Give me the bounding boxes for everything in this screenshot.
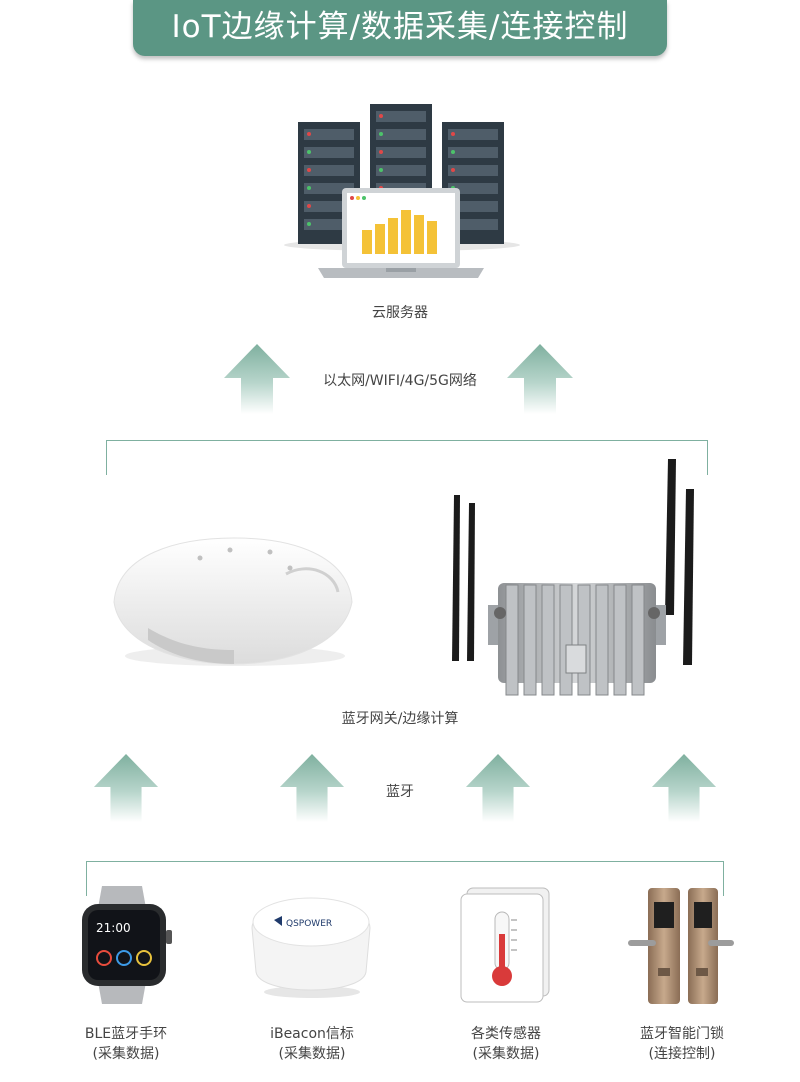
- device-1-name: BLE蓝牙手环: [84, 1026, 168, 1042]
- cloud-server-illustration: [282, 100, 522, 286]
- smart-lock-device: [624, 882, 738, 1008]
- beacon-brand: QSPOWER: [286, 919, 332, 929]
- page-title: IoT边缘计算/数据采集/连接控制: [133, 0, 667, 56]
- device-3-caption: 各类传感器 (采集数据): [426, 1024, 586, 1064]
- bluetooth-arrow-2-icon: [278, 752, 346, 824]
- edge-router-device: [440, 455, 715, 700]
- devices-bracket: [86, 861, 724, 896]
- bluetooth-gateway-device: [108, 532, 358, 672]
- network-label: 以太网/WIFI/4G/5G网络: [323, 373, 477, 389]
- bluetooth-arrow-1-icon: [92, 752, 160, 824]
- device-1-sub: (采集数据): [92, 1046, 160, 1062]
- uplink-arrow-right-icon: [505, 344, 575, 414]
- device-3-name: 各类传感器: [471, 1026, 541, 1042]
- sensor-device: [457, 886, 553, 1004]
- device-2-sub: (采集数据): [278, 1046, 346, 1062]
- bluetooth-label: 蓝牙: [386, 784, 414, 800]
- uplink-arrow-left-icon: [222, 344, 292, 414]
- cloud-server-label: 云服务器: [372, 305, 428, 321]
- device-4-name: 蓝牙智能门锁: [640, 1026, 724, 1042]
- gateway-label: 蓝牙网关/边缘计算: [341, 711, 459, 727]
- device-1-caption: BLE蓝牙手环 (采集数据): [46, 1024, 206, 1064]
- device-4-sub: (连接控制): [648, 1046, 716, 1062]
- device-4-caption: 蓝牙智能门锁 (连接控制): [602, 1024, 762, 1064]
- device-3-sub: (采集数据): [472, 1046, 540, 1062]
- watch-time: 21:00: [96, 921, 131, 935]
- bluetooth-arrow-3-icon: [464, 752, 532, 824]
- ble-band-device: 21:00: [76, 886, 176, 1004]
- ibeacon-device: QSPOWER: [246, 888, 376, 1000]
- gateway-bracket: [106, 440, 708, 475]
- device-2-caption: iBeacon信标 (采集数据): [232, 1024, 392, 1064]
- bluetooth-arrow-4-icon: [650, 752, 718, 824]
- device-2-name: iBeacon信标: [270, 1026, 354, 1042]
